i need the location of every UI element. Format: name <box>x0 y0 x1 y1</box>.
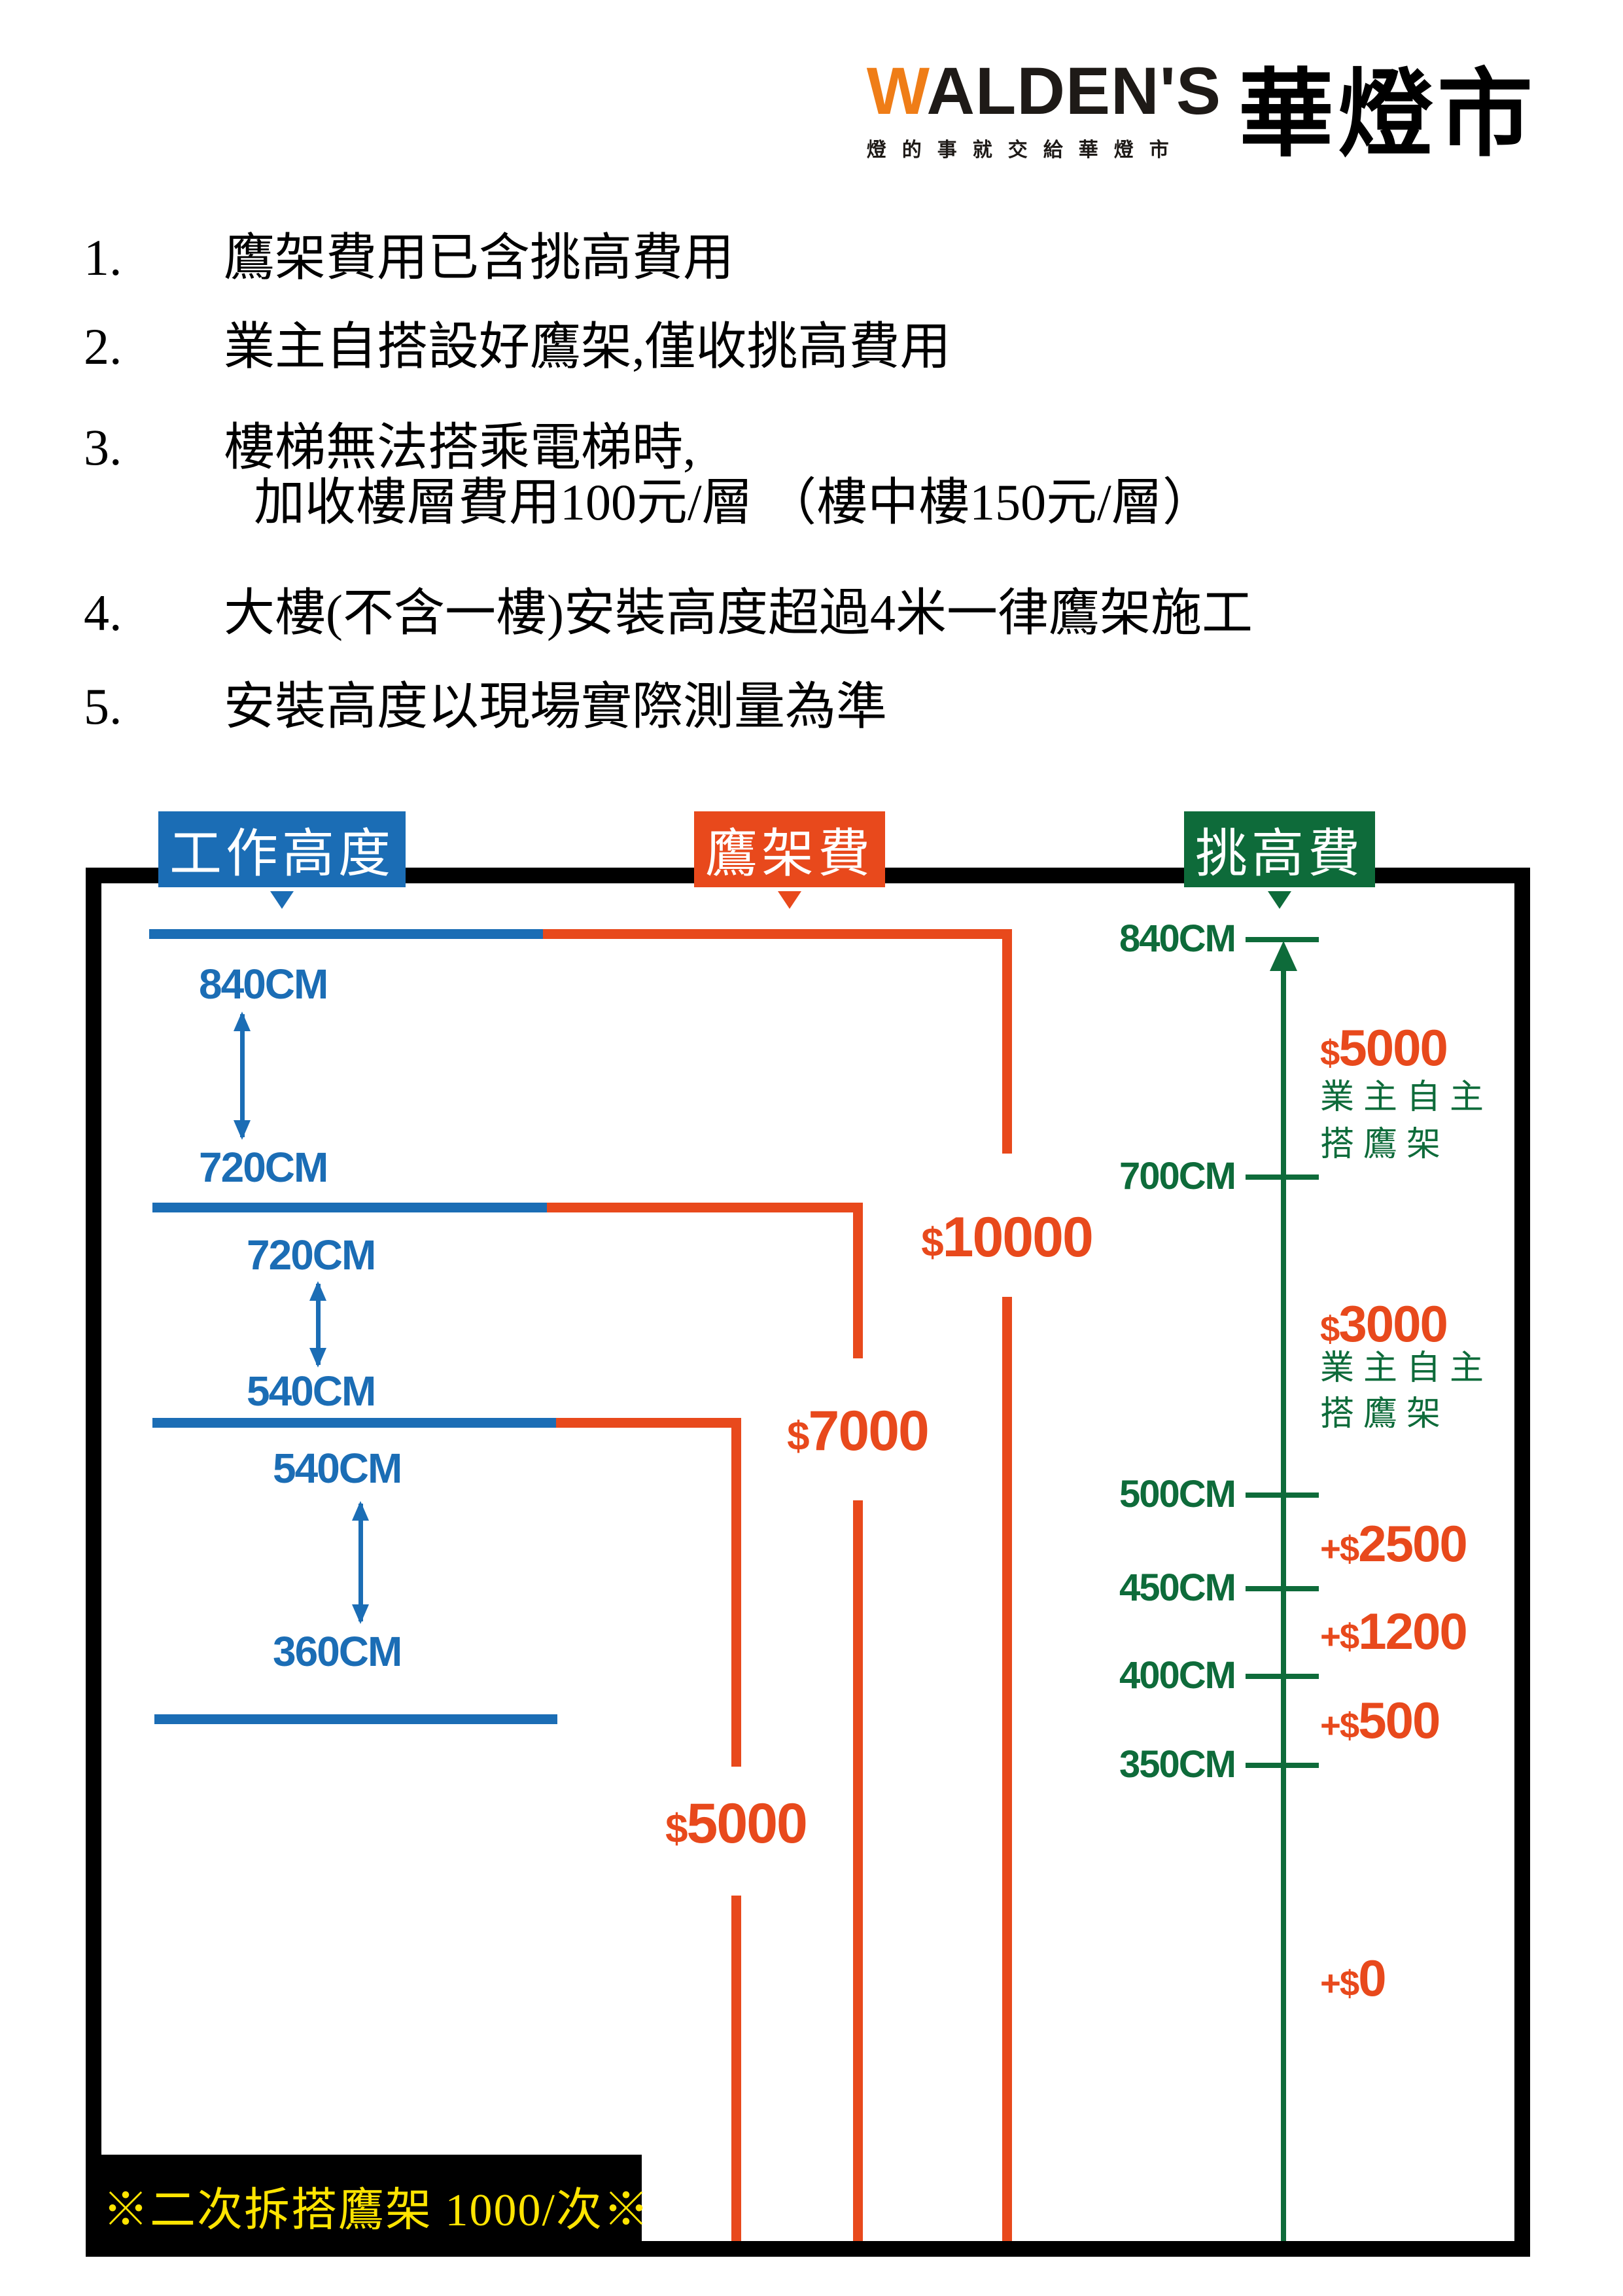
header-lift-fee: 挑高費 <box>1184 811 1375 887</box>
currency-sign: +$ <box>1320 1964 1359 2004</box>
brand-letter-w: W <box>866 54 927 128</box>
amount: 10000 <box>942 1206 1094 1269</box>
lift-fee-2500: +$2500 <box>1320 1515 1468 1572</box>
note-number: 2. <box>84 318 122 375</box>
scaffold-drop-540-upper <box>731 1418 741 1767</box>
lift-fee-note: 業主自主 <box>1320 1079 1493 1116</box>
amount: 3000 <box>1338 1295 1448 1352</box>
work-height-label-840: 840CM <box>199 961 328 1008</box>
triangle-pointer-orange-icon <box>778 891 801 909</box>
scaffold-drop-720-upper <box>853 1203 863 1358</box>
brand-wordmark-rest: ALDEN'S <box>926 54 1221 128</box>
scaffold-line-540 <box>556 1418 741 1428</box>
scaffold-line-720 <box>547 1203 863 1212</box>
axis-tick-840 <box>1246 937 1319 942</box>
axis-tick-450 <box>1246 1586 1319 1591</box>
measure-arrow-icon <box>352 1501 369 1624</box>
work-height-label-540a: 540CM <box>247 1368 376 1415</box>
work-height-label-720b: 720CM <box>247 1231 376 1279</box>
axis-label-500: 500CM <box>1119 1473 1236 1515</box>
scaffold-fee-10000: $10000 <box>896 1209 1118 1265</box>
note-text: 業主自搭設好鷹架,僅收挑高費用 <box>224 318 951 375</box>
lift-fee-note: 業主自主 <box>1320 1350 1493 1387</box>
amount: 2500 <box>1358 1515 1468 1572</box>
amount: 1200 <box>1358 1602 1468 1660</box>
scaffold-line-840 <box>543 929 1012 939</box>
axis-label-350: 350CM <box>1119 1743 1236 1786</box>
axis-label-400: 400CM <box>1119 1654 1236 1697</box>
note-number: 4. <box>84 584 122 641</box>
axis-label-700: 700CM <box>1119 1155 1236 1197</box>
note-item-5: 5. 安裝高度以現場實際測量為準 <box>84 679 887 734</box>
note-number: 3. <box>84 419 122 476</box>
diagram-frame <box>86 868 1530 2257</box>
axis-label-450: 450CM <box>1119 1566 1236 1609</box>
brand-wordmark-en: WALDEN'S <box>867 58 1221 124</box>
note-number: 1. <box>84 229 122 286</box>
currency-sign: $ <box>1320 1309 1340 1349</box>
note-text-line1: 樓梯無法搭乘電梯時, <box>224 419 696 476</box>
triangle-pointer-green-icon <box>1268 891 1291 909</box>
header-scaffold-fee: 鷹架費 <box>694 811 885 887</box>
measure-arrow-icon <box>234 1012 251 1140</box>
note-item-2: 2. 業主自搭設好鷹架,僅收挑高費用 <box>84 319 951 374</box>
note-text: 樓梯無法搭乘電梯時, 加收樓層費用100元/層 （樓中樓150元/層） <box>224 419 1213 531</box>
note-item-4: 4. 大樓(不含一樓)安裝高度超過4米一律鷹架施工 <box>84 584 1253 641</box>
scaffold-drop-840-upper <box>1002 929 1012 1154</box>
currency-sign: $ <box>665 1807 688 1852</box>
triangle-pointer-blue-icon <box>270 891 294 909</box>
note-text-line2: 加收樓層費用100元/層 （樓中樓150元/層） <box>254 474 1213 531</box>
lift-fee-note: 搭鷹架 <box>1320 1126 1450 1163</box>
footnote-banner: ※二次拆搭鷹架 1000/次※ <box>86 2155 649 2257</box>
scaffold-fee-5000: $5000 <box>625 1795 847 1852</box>
axis-tick-350 <box>1246 1763 1319 1768</box>
currency-sign: $ <box>787 1414 809 1459</box>
amount: 5000 <box>686 1792 808 1855</box>
amount: 500 <box>1358 1691 1440 1749</box>
work-height-label-540b: 540CM <box>273 1445 402 1492</box>
lift-fee-1200: +$1200 <box>1320 1606 1468 1657</box>
brand-tagline: 燈的事就交給華燈市 <box>866 139 1185 161</box>
lift-axis-line <box>1281 962 1286 2241</box>
work-height-label-360: 360CM <box>273 1628 402 1675</box>
axis-tick-400 <box>1246 1674 1319 1679</box>
work-line-540 <box>152 1418 556 1428</box>
lift-fee-5000: $5000 <box>1320 1019 1448 1076</box>
brand-wordmark-cn: 華燈市 <box>1238 61 1537 168</box>
brand-logo: WALDEN'S 燈的事就交給華燈市 華燈市 <box>867 58 1537 162</box>
amount: 5000 <box>1338 1019 1448 1076</box>
work-line-720 <box>152 1203 547 1212</box>
currency-sign: +$ <box>1320 1529 1359 1569</box>
scaffold-fee-7000: $7000 <box>746 1403 969 1459</box>
measure-arrow-icon <box>309 1281 326 1368</box>
work-line-840 <box>149 929 543 939</box>
currency-sign: $ <box>921 1220 943 1265</box>
amount: 7000 <box>808 1400 930 1462</box>
axis-label-840: 840CM <box>1119 917 1236 960</box>
currency-sign: +$ <box>1320 1617 1359 1657</box>
note-text: 大樓(不含一樓)安裝高度超過4米一律鷹架施工 <box>224 584 1253 641</box>
note-text: 安裝高度以現場實際測量為準 <box>224 678 888 735</box>
axis-tick-500 <box>1246 1492 1319 1498</box>
currency-sign: +$ <box>1320 1706 1359 1746</box>
note-text: 鷹架費用已含挑高費用 <box>224 229 735 286</box>
note-item-1: 1. 鷹架費用已含挑高費用 <box>84 230 734 285</box>
lift-axis-arrowhead-icon <box>1270 941 1297 971</box>
amount: 0 <box>1358 1949 1386 2007</box>
work-height-label-720a: 720CM <box>199 1144 328 1191</box>
note-item-3: 3. 樓梯無法搭乘電梯時, 加收樓層費用100元/層 （樓中樓150元/層） <box>84 419 1213 531</box>
lift-fee-3000: $3000 <box>1320 1295 1448 1352</box>
header-work-height: 工作高度 <box>158 811 406 887</box>
note-number: 5. <box>84 678 122 735</box>
currency-sign: $ <box>1320 1033 1340 1073</box>
work-line-360 <box>154 1714 557 1724</box>
lift-fee-note: 搭鷹架 <box>1320 1396 1450 1433</box>
scaffold-drop-840-lower <box>1002 1297 1012 2241</box>
scaffold-drop-540-lower <box>731 1896 741 2241</box>
lift-fee-0: +$0 <box>1320 1949 1387 2007</box>
brand-logo-left: WALDEN'S 燈的事就交給華燈市 <box>867 58 1221 162</box>
scaffold-drop-720-lower <box>853 1500 863 2241</box>
lift-fee-500: +$500 <box>1320 1695 1440 1746</box>
axis-tick-700 <box>1246 1174 1319 1180</box>
